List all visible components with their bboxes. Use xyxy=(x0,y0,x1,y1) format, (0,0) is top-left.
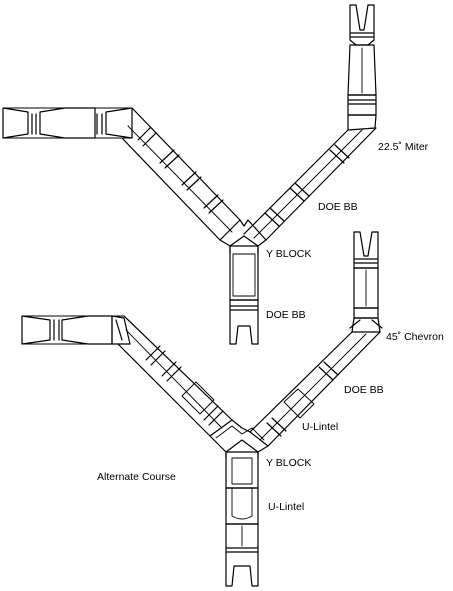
label-doe-bb-bottom: DOE BB xyxy=(344,384,384,396)
bottom-right-column xyxy=(349,231,383,333)
top-right-diagonal xyxy=(243,127,377,241)
bottom-stem xyxy=(225,451,259,587)
bottom-assembly: 45˚ Chevron DOE BB U-Lintel Alternate Co… xyxy=(21,231,444,587)
top-y-block xyxy=(219,219,267,255)
label-45-chevron: 45˚ Chevron xyxy=(386,331,444,343)
bottom-left-diagonal xyxy=(117,315,233,437)
label-alternate-course: Alternate Course xyxy=(97,471,176,483)
top-stem xyxy=(229,245,259,345)
label-y-block-bottom: Y BLOCK xyxy=(266,457,311,469)
label-doe-bb-stem: DOE BB xyxy=(266,309,306,321)
label-u-lintel-arm: U-Lintel xyxy=(302,421,338,433)
label-doe-bb-top: DOE BB xyxy=(318,201,358,213)
label-22-5-miter: 22.5˚ Miter xyxy=(378,141,429,153)
top-right-column xyxy=(347,4,377,131)
bottom-right-diagonal xyxy=(249,331,381,447)
top-left-arm xyxy=(2,107,133,139)
label-y-block-top: Y BLOCK xyxy=(266,248,311,260)
top-left-diagonal xyxy=(121,107,241,241)
label-u-lintel-stem: U-Lintel xyxy=(268,501,304,513)
bottom-left-arm xyxy=(21,315,131,345)
top-assembly: 22.5˚ Miter DOE BB Y BLOCK DOE BB xyxy=(2,4,429,345)
